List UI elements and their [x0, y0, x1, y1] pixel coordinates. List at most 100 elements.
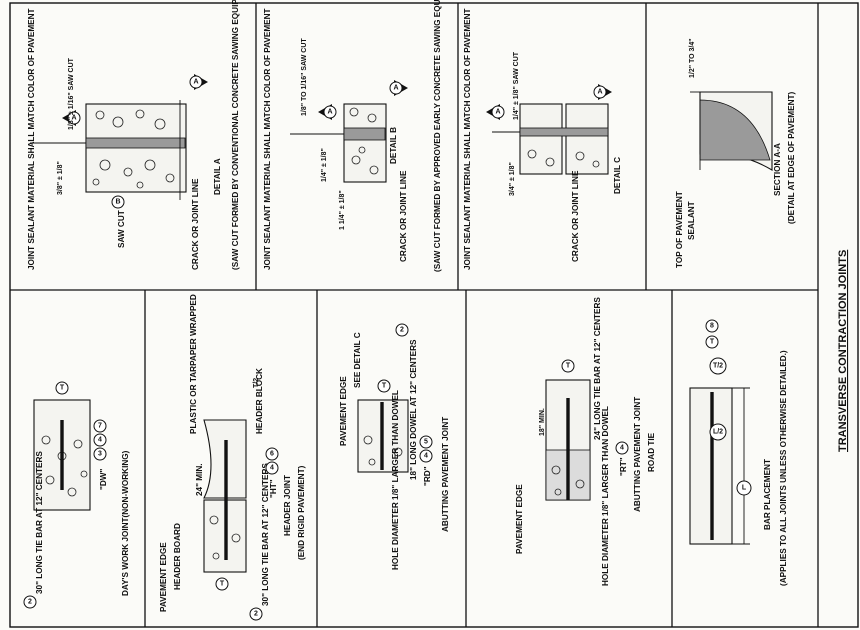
joint-rd-dowel-label: 18" LONG DOWEL AT 12" CENTERS — [409, 339, 418, 480]
joint-rd-dowel-ref — [395, 323, 409, 337]
bar-placement-half-label: T/2 — [713, 363, 723, 370]
joint-ht-t-label: T — [220, 581, 225, 588]
detail-b-pebbles — [349, 107, 379, 175]
detail-a-marker-a-left — [67, 111, 81, 125]
detail-b-sealant-label: JOINT SEALANT MATERIAL SHALL MATCH COLOR… — [263, 8, 272, 270]
section-aa: 1/2" TO 3/4" TOP OF PAVEMENT SEALANT SEC… — [675, 38, 796, 268]
joint-rt-edge: PAVEMENT EDGE — [515, 484, 524, 554]
detail-a-marker-a-right — [189, 75, 203, 89]
joint-rd-see: SEE DETAIL C — [353, 332, 362, 388]
detail-a-crack-label: CRACK OR JOINT LINE — [191, 178, 200, 270]
section-aa-note: (DETAIL AT EDGE OF PAVEMENT) — [787, 92, 796, 224]
joint-dw: T 2 30" LONG TIE BAR AT 12" CENTERS "DW"… — [23, 381, 130, 609]
detail-c-side-dim: 3/4" ± 1/8" — [509, 162, 516, 196]
joint-ht-t-marker — [215, 577, 229, 591]
detail-a-title: DETAIL A — [213, 158, 222, 195]
joint-rd-ref-1-label: 4 — [424, 453, 428, 460]
joint-ht-ref-2 — [265, 447, 279, 461]
joint-ht-wrap: PLASTIC OR TARPAPER WRAPPED — [189, 294, 198, 434]
bar-placement-note: (APPLIES TO ALL JOINTS UNLESS OTHERWISE … — [779, 350, 788, 586]
bar-placement-lhalf-label: L/2 — [713, 429, 723, 436]
joint-ht: PAVEMENT EDGE HEADER BOARD 24" MIN. PLAS… — [159, 294, 306, 621]
joint-rd-t-marker — [377, 379, 391, 393]
joint-dw-ref-2 — [93, 433, 107, 447]
joint-rd-dowel-ref-label: 2 — [400, 327, 404, 334]
joint-rt-subtitle: ROAD TIE — [647, 432, 656, 472]
detail-b: A A 1/8" TO 1/16" SAW CUT 1 1/4" ± 1/8" … — [263, 0, 442, 272]
detail-a-side-dim: 3/8" ± 1/8" — [57, 161, 64, 195]
detail-b-marker-a-left — [323, 105, 337, 119]
bar-placement-ref-label: 8 — [710, 323, 714, 330]
joint-ht-board: HEADER BOARD — [173, 523, 182, 590]
joint-dw-ref-1 — [93, 447, 107, 461]
detail-b-title: DETAIL B — [389, 127, 398, 164]
joint-rt-t-marker — [561, 359, 575, 373]
bar-placement-title: BAR PLACEMENT — [763, 459, 772, 530]
detail-b-side-dim2: 1/4" ± 1/8" — [321, 148, 328, 182]
joint-rd-ref-1 — [419, 449, 433, 463]
joint-rt-t-label: T — [566, 363, 571, 370]
detail-a: A A B 1/8" ± 1/16" SAW CUT 3/8" ± 1/8" J… — [27, 0, 240, 270]
joint-ht-title: HEADER JOINT — [283, 475, 292, 536]
detail-a-note: (SAW CUT FORMED BY CONVENTIONAL CONCRETE… — [231, 0, 240, 270]
joint-rt-min: 18" MIN. — [539, 408, 546, 436]
detail-a-top-dim: 1/8" ± 1/16" SAW CUT — [68, 57, 75, 130]
bar-placement-t-label: T — [710, 339, 715, 346]
detail-a-marker-b-label: B — [115, 199, 120, 206]
detail-a-marker-b — [111, 195, 125, 209]
joint-ht-edge: PAVEMENT EDGE — [159, 542, 168, 612]
section-aa-sealant-label: SEALANT — [687, 201, 696, 240]
detail-c-title: DETAIL C — [613, 157, 622, 194]
joint-rt-pebbles — [551, 465, 585, 496]
joint-rd: T PAVEMENT EDGE SEE DETAIL C 18" LONG DO… — [339, 323, 450, 570]
joint-rt-ref-1-label: 4 — [620, 445, 624, 452]
detail-c-marker-a-left-label: A — [495, 109, 500, 116]
detail-c: A A 1/4" ± 1/8" SAW CUT 3/4" ± 1/8" JOIN… — [463, 8, 622, 270]
joint-dw-t-marker — [55, 381, 69, 395]
joint-dw-ref-1-label: 3 — [98, 451, 102, 458]
joint-ht-pebbles — [209, 515, 241, 560]
joint-ht-ref-1-label: 4 — [270, 465, 274, 472]
detail-a-sealant-label: JOINT SEALANT MATERIAL SHALL MATCH COLOR… — [27, 8, 36, 270]
joint-dw-t-label: T — [60, 385, 65, 392]
bar-placement-l-marker — [736, 480, 752, 496]
detail-a-marker-a-right-label: A — [193, 79, 198, 86]
joint-ht-bar-ref — [249, 607, 263, 621]
joint-ht-bar-ref-label: 2 — [254, 611, 258, 618]
detail-b-sealant — [343, 127, 386, 141]
joint-rd-t-label: T — [382, 383, 387, 390]
detail-b-note: (SAW CUT FORMED BY APPROVED EARLY CONCRE… — [433, 0, 442, 272]
joint-ht-bar: 30" LONG TIE BAR AT 12" CENTERS — [261, 463, 270, 606]
bar-placement: L L/2 T/2 T 8 BAR PLACEMENT (APPLIES TO … — [689, 319, 788, 586]
joint-dw-ref-3 — [93, 419, 107, 433]
joint-rt: T PAVEMENT EDGE 18" MIN. 24" LONG TIE BA… — [515, 297, 656, 586]
detail-b-slab — [343, 103, 387, 183]
detail-b-marker-a-right — [389, 81, 403, 95]
detail-a-saw-cut-label: SAW CUT — [117, 210, 126, 248]
joint-ht-block: HEADER BLOCK — [255, 368, 264, 434]
section-aa-title: SECTION A-A — [773, 143, 782, 196]
joint-rd-pebbles — [363, 435, 403, 466]
sheet-border — [9, 2, 859, 628]
joint-ht-code: "HT" — [269, 479, 278, 498]
joint-rd-code: "RD" — [423, 466, 432, 486]
detail-c-sealant — [519, 127, 609, 137]
joint-dw-bar-ref-label: 2 — [28, 599, 32, 606]
bar-placement-ref — [705, 319, 719, 333]
joint-dw-bar: 30" LONG TIE BAR AT 12" CENTERS — [35, 451, 44, 594]
detail-c-marker-a-right — [593, 85, 607, 99]
joint-ht-half: T/2 — [253, 378, 260, 388]
detail-b-side-dim: 1 1/4" ± 1/8" — [339, 190, 346, 230]
section-aa-sealant — [699, 99, 771, 161]
joint-ht-ref-1 — [265, 461, 279, 475]
joint-dw-code: "DW" — [99, 468, 108, 490]
joint-rt-ref-1 — [615, 441, 629, 455]
joint-rd-edge: PAVEMENT EDGE — [339, 376, 348, 446]
detail-c-pebbles — [527, 149, 600, 168]
section-aa-top-label: TOP OF PAVEMENT — [675, 191, 684, 268]
joint-rd-hole: HOLE DIAMETER 1/8" LARGER THAN DOWEL — [391, 390, 400, 570]
joint-ht-ref-2-label: 6 — [270, 451, 274, 458]
joint-rt-hole: HOLE DIAMETER 1/8" LARGER THAN DOWEL — [601, 406, 610, 586]
